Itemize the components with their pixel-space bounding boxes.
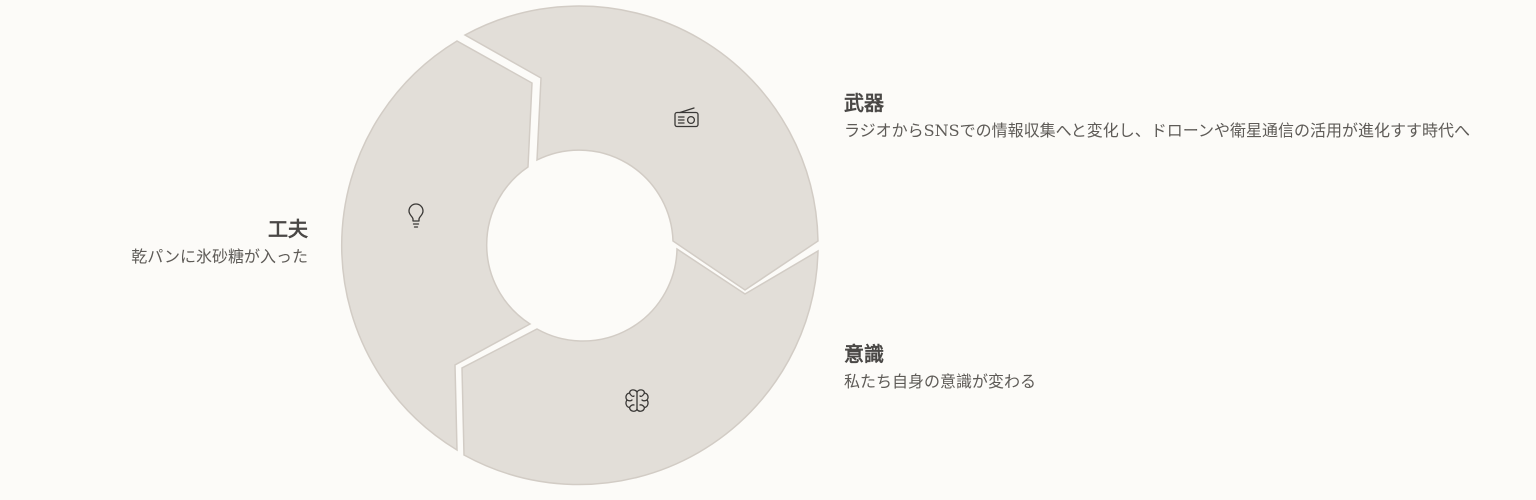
label-weapons-description: ラジオからSNSでの情報収集へと変化し、ドローンや衛星通信の活用が進化すす時代へ (844, 121, 1471, 140)
lightbulb-icon (408, 203, 424, 228)
label-ingenuity-title: 工夫 (268, 217, 308, 241)
label-ingenuity: 工夫 乾パンに氷砂糖が入った (131, 216, 308, 269)
brain-icon (625, 389, 649, 412)
segment-shape-awareness (461, 247, 819, 486)
radio-icon (674, 107, 699, 128)
label-awareness-title: 意識 (844, 342, 884, 366)
segment-shape-weapons (463, 5, 819, 291)
segment-shape-ingenuity (341, 40, 533, 452)
segment-ingenuity (341, 40, 533, 452)
label-ingenuity-description: 乾パンに氷砂糖が入った (131, 247, 308, 266)
label-awareness: 意識 私たち自身の意識が変わる (844, 341, 1036, 394)
label-awareness-description: 私たち自身の意識が変わる (844, 372, 1037, 391)
segment-awareness (461, 247, 819, 486)
label-weapons: 武器 ラジオからSNSでの情報収集へと変化し、ドローンや衛星通信の活用が進化すす… (844, 90, 1470, 143)
label-weapons-title: 武器 (844, 91, 884, 115)
segment-weapons (463, 5, 819, 291)
